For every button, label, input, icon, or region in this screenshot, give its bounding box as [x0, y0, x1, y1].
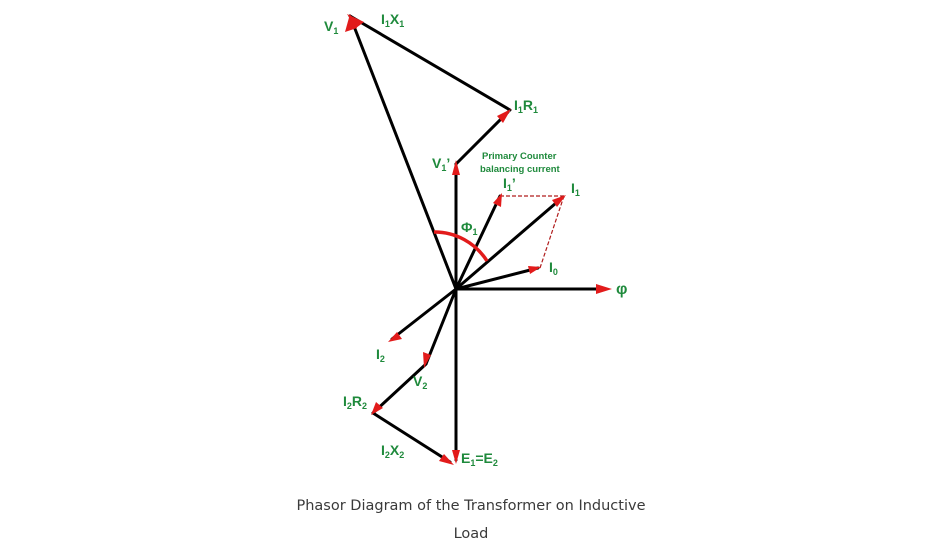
- line-I1: [454, 195, 565, 291]
- line-I1R1: [454, 110, 510, 166]
- arrowhead-phi: [596, 284, 612, 294]
- label-E1-equals-E2: E1=E2: [461, 450, 498, 468]
- arrowhead-I0: [528, 266, 541, 274]
- figure-caption: Phasor Diagram of the Transformer on Ind…: [0, 492, 942, 546]
- arrowhead-I1R1: [497, 109, 511, 123]
- arrowhead-I2X2: [439, 454, 454, 465]
- dashed-construction-lines: [500, 195, 565, 269]
- label-V2: V2: [413, 373, 427, 391]
- line-I2R2: [371, 362, 428, 415]
- label-I2X2: I2X2: [381, 442, 404, 460]
- arrowhead-V1: [345, 14, 357, 32]
- label-I1-prime: I1’: [503, 175, 516, 193]
- phasor-diagram: V1 I1X1 I1R1 V1’ Primary Counter balanci…: [324, 11, 627, 468]
- label-Phi1: Φ1: [461, 219, 478, 237]
- label-I2R2: I2R2: [343, 393, 367, 411]
- label-V1-prime: V1’: [432, 155, 450, 173]
- label-I1X1: I1X1: [381, 11, 404, 29]
- line-I2: [390, 287, 458, 341]
- arrowhead-I2R2: [371, 402, 383, 415]
- phi1-angle-arc: [433, 230, 489, 262]
- line-I1X1: [348, 14, 512, 112]
- label-counter-current-line1: Primary Counter: [482, 151, 557, 162]
- label-I1: I1: [571, 180, 580, 198]
- arrowhead-I1: [552, 195, 566, 207]
- label-counter-current-line2: balancing current: [480, 164, 561, 175]
- label-V1: V1: [324, 18, 338, 36]
- line-I2X2: [371, 411, 452, 464]
- arrowhead-V2: [423, 352, 431, 368]
- phasor-labels: V1 I1X1 I1R1 V1’ Primary Counter balanci…: [324, 11, 627, 468]
- arrowhead-I1-prime: [493, 193, 502, 207]
- caption-line-1: Phasor Diagram of the Transformer on Ind…: [296, 498, 646, 514]
- arrowhead-I2: [388, 332, 402, 342]
- line-I1-prime: [454, 194, 502, 291]
- line-V2: [424, 287, 458, 366]
- arrowhead-I1X1: [347, 14, 364, 28]
- arrowhead-E1: [452, 450, 460, 464]
- label-I0: I0: [549, 259, 558, 277]
- phasor-lines: [348, 14, 604, 464]
- line-I0: [454, 266, 540, 291]
- label-I2: I2: [376, 346, 385, 364]
- arrowhead-V1-prime: [452, 160, 460, 175]
- label-I1R1: I1R1: [514, 97, 538, 115]
- line-V1: [348, 14, 458, 291]
- caption-line-2: Load: [453, 526, 489, 542]
- label-phi: φ: [616, 281, 627, 298]
- arrow-heads: [345, 14, 612, 465]
- dashed-I0-to-I1: [539, 195, 565, 269]
